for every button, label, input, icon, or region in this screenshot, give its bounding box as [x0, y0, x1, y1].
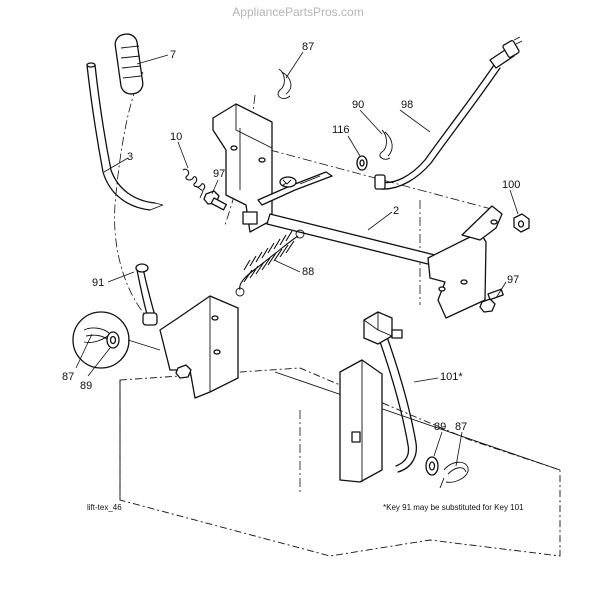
- right-bracket-plate: [427, 205, 503, 319]
- leader-lines: [75, 51, 519, 467]
- hairpin-90: [379, 129, 393, 160]
- left-deck-bracket: [159, 295, 239, 399]
- callout-7: 7: [170, 49, 176, 61]
- callout-87-top: 87: [302, 41, 314, 53]
- bolt-left: [203, 190, 228, 211]
- right-deck-bracket: [339, 359, 383, 483]
- lift-spring: [235, 229, 305, 297]
- small-spring: [182, 168, 206, 199]
- hairpin-clip-top: [277, 68, 292, 99]
- mount-bracket: [212, 103, 273, 233]
- callout-98: 98: [401, 99, 413, 111]
- callout-97-left: 97: [213, 168, 225, 180]
- watermark: AppliancePartsPros.com: [232, 5, 363, 19]
- callout-3: 3: [127, 151, 133, 163]
- callout-90: 90: [352, 99, 364, 111]
- washer-116: [356, 155, 368, 171]
- callout-101: 101*: [440, 371, 463, 383]
- lift-link-101: [363, 311, 418, 473]
- callout-88: 88: [302, 266, 314, 278]
- callout-89-left: 89: [80, 380, 92, 392]
- callout-87-right: 87: [455, 421, 467, 433]
- callout-116: 116: [332, 124, 350, 136]
- footnote: *Key 91 may be substituted for Key 101: [383, 503, 524, 512]
- callout-91: 91: [92, 277, 104, 289]
- lift-handle: [86, 62, 164, 211]
- lift-link-rod: [374, 36, 523, 190]
- detail-circle: [72, 311, 161, 369]
- callouts: 7 87 3 10 97 90 98 116 2 100 88 91 97 87…: [62, 41, 520, 433]
- nut-100: [513, 213, 530, 233]
- washer-89-right: [425, 456, 439, 476]
- callout-97-right: 97: [507, 274, 519, 286]
- callout-100: 100: [502, 179, 520, 191]
- callout-10: 10: [170, 131, 182, 143]
- lift-shaft: [257, 171, 456, 271]
- handle-grip: [114, 33, 144, 95]
- callout-89-right: 89: [434, 421, 446, 433]
- callout-2: 2: [393, 205, 399, 217]
- lift-link-91: [135, 263, 158, 326]
- callout-87-left: 87: [62, 371, 74, 383]
- hairpin-clip-right: [439, 461, 469, 489]
- figure-id: lift-tex_46: [87, 503, 122, 512]
